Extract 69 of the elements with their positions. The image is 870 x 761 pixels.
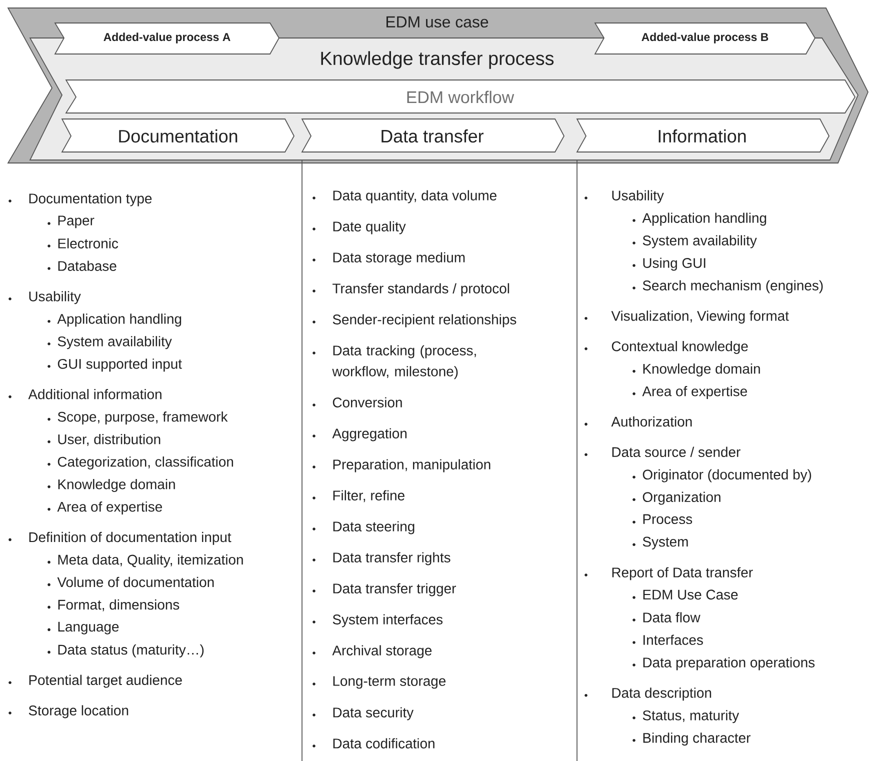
list-item: Search mechanism (engines) [632, 280, 823, 294]
list-item: EDM Use Case [632, 590, 738, 600]
list-item: System interfaces [312, 614, 443, 628]
list-item: Documentation type [8, 193, 152, 206]
list-item: Paper [48, 216, 94, 228]
list-item: Data description [584, 688, 712, 701]
list-item: User, distribution [48, 434, 160, 446]
list-item: Storage location [8, 705, 128, 718]
process-band: Added-value process B [594, 22, 816, 54]
list-item: Scope, purpose, framework [48, 412, 228, 424]
list-item: Application handling [632, 212, 766, 226]
list-item: Data steering [312, 521, 414, 534]
list-item: Process [632, 514, 692, 524]
list-item: Data source / sender [584, 446, 740, 458]
list-item: Interfaces [632, 634, 703, 645]
list-item: Meta data, Quality, itemization [48, 554, 243, 568]
list-item: Authorization [584, 416, 692, 427]
list-item: Data transfer rights [312, 552, 450, 566]
list-item: Volume of documentation [48, 576, 214, 588]
list-item: Date quality [312, 221, 406, 234]
list-item: Originator (documented by) [632, 469, 812, 482]
list-item: Sender-recipient relationships [312, 314, 516, 328]
list-item: Usability [584, 190, 664, 204]
list-item: System availability [48, 336, 172, 350]
list-item: Additional information [8, 389, 162, 400]
list-item: Long-term storage [312, 676, 446, 689]
list-item: Status, maturity [632, 710, 740, 724]
list-item: Preparation, manipulation [312, 459, 490, 472]
list-item: System [632, 536, 688, 550]
list-item: Visualization, Viewing format [584, 310, 789, 324]
list-item: Data codification [312, 738, 434, 748]
list-item: Definition of documentation input [8, 532, 232, 545]
list-item: Data preparation operations [632, 657, 815, 670]
list-item: Contextual knowledge [584, 341, 748, 354]
list-item: Electronic [48, 238, 118, 248]
list-item: Using GUI [632, 258, 706, 271]
list-item: Potential target audience [8, 674, 182, 688]
list-item: System availability [632, 235, 757, 248]
list-item: Usability [8, 291, 81, 304]
step-box: Documentation [61, 118, 295, 152]
list-item: Binding character [632, 732, 750, 746]
list-item: Filter, refine [312, 490, 404, 502]
list-item: Database [48, 260, 116, 271]
list-item: Knowledge domain [632, 364, 760, 376]
list-item: GUI supported input [48, 358, 182, 372]
list-item: Organization [632, 492, 720, 505]
list-item: Categorization, classification [48, 456, 234, 470]
list-item: Aggregation [312, 428, 407, 442]
list-item: Data flow [632, 612, 700, 622]
list-item: Report of Data transfer [584, 567, 753, 580]
list-item: Data status (maturity…) [48, 644, 204, 658]
list-item: Data security [312, 707, 414, 720]
list-item: Transfer standards / protocol [312, 283, 510, 296]
list-item: Application handling [48, 314, 182, 327]
list-item: Language [48, 622, 119, 634]
list-item: Archival storage [312, 645, 432, 658]
list-item: Area of expertise [632, 386, 747, 399]
workflow-band: EDM workflow [65, 80, 856, 114]
step-box: Information [576, 118, 830, 152]
list-item: Data transfer trigger [312, 583, 456, 596]
list-item: Area of expertise [48, 502, 162, 514]
list-item: Format, dimensions [48, 599, 180, 612]
list-item: Knowledge domain [48, 479, 175, 492]
process-band: Added-value process A [54, 22, 280, 54]
list-item: Data quantity, data volume [312, 190, 496, 204]
list-item: Conversion [312, 397, 402, 408]
step-box: Data transfer [301, 118, 565, 152]
list-item: Data storage medium [312, 252, 465, 266]
list-item: Data tracking (process, workflow, milestone) [312, 345, 476, 380]
